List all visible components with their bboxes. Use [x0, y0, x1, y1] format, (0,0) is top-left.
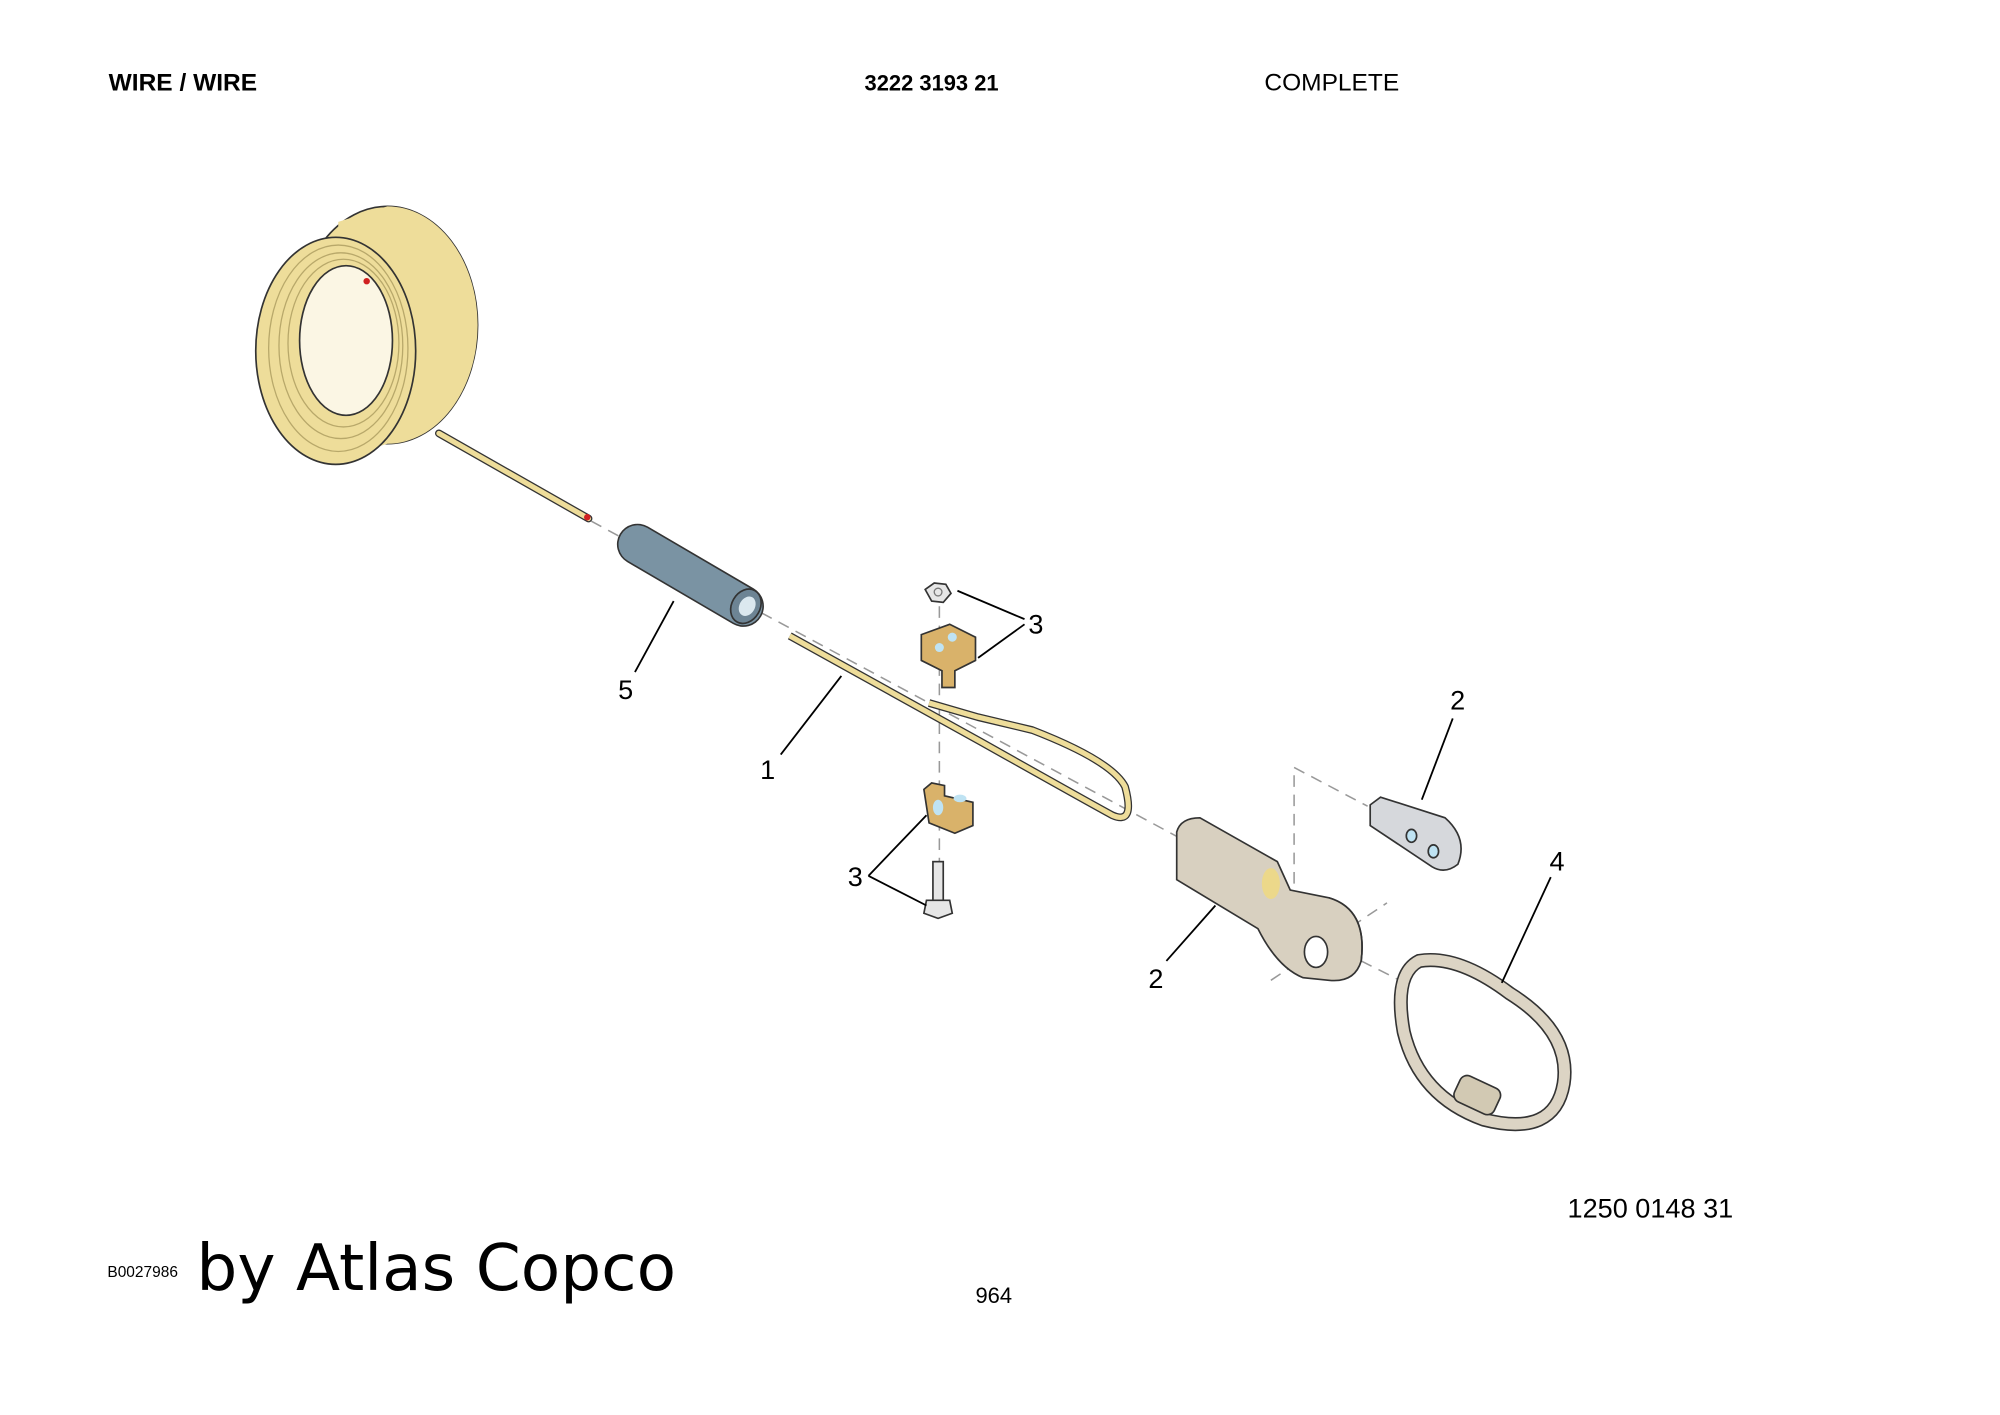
callout-sleeve: 5	[618, 674, 633, 705]
brand-watermark: by Atlas Copco	[196, 1231, 676, 1306]
drawing-title: WIRE / WIRE	[109, 69, 257, 96]
drawing-code: B0027986	[107, 1264, 178, 1281]
clamp-parts-illustration	[920, 582, 977, 920]
ring-illustration	[1393, 953, 1572, 1132]
callout-clamp-top: 3	[1028, 608, 1043, 639]
thimble-plate-illustration	[1369, 796, 1462, 871]
page-number: 964	[975, 1283, 1012, 1308]
sleeve-illustration	[616, 523, 764, 627]
reference-number: 1250 0148 31	[1568, 1193, 1734, 1224]
wire-loop-illustration	[787, 632, 1133, 822]
callout-thimble-plate: 2	[1450, 684, 1465, 715]
callout-thimble: 2	[1148, 963, 1163, 994]
assembly-status: COMPLETE	[1264, 69, 1399, 96]
assembly-axis	[590, 520, 1181, 840]
callout-ring: 4	[1549, 846, 1564, 877]
thimble-illustration	[1175, 816, 1363, 982]
callout-clamp-bottom: 3	[848, 861, 863, 892]
part-number: 3222 3193 21	[865, 70, 999, 95]
wire-coil-illustration	[254, 205, 593, 523]
callout-wire: 1	[760, 754, 775, 785]
